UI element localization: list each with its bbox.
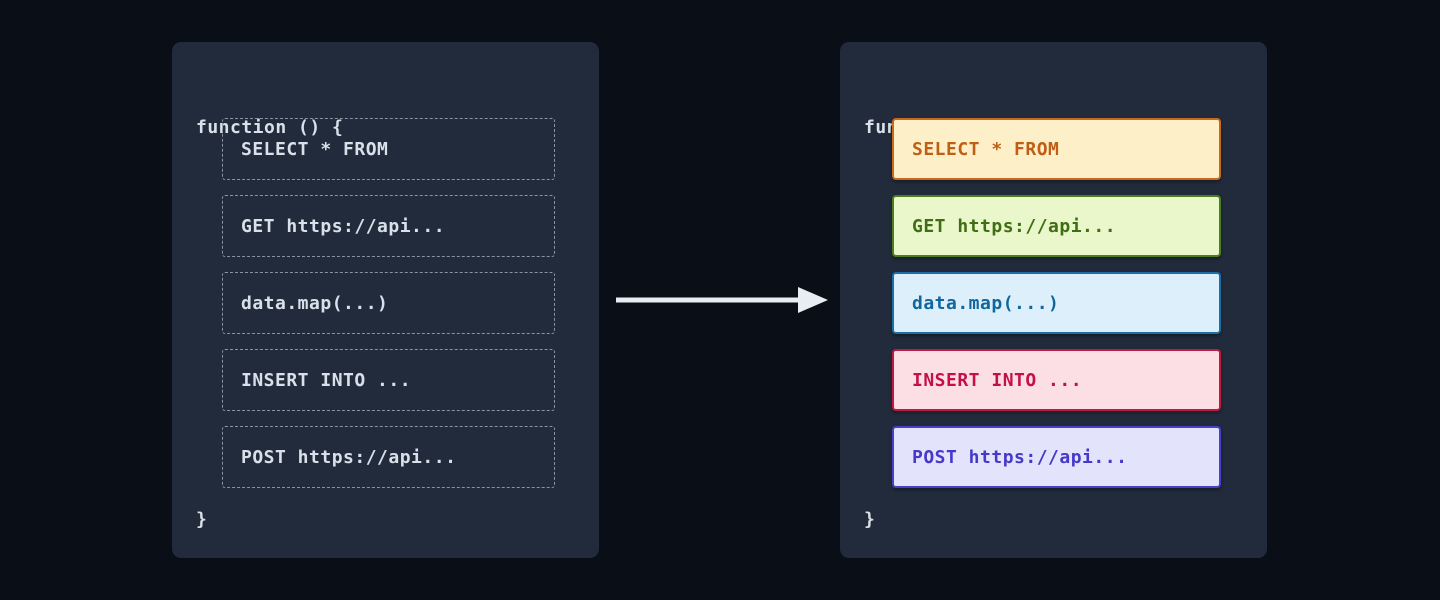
code-block-post: POST https://api... — [222, 426, 555, 488]
highlighted-block-http-get: GET https://api... — [892, 195, 1221, 257]
code-block-insert: INSERT INTO ... — [222, 349, 555, 411]
right-code-panel: function () { SELECT * FROM GET https://… — [840, 42, 1267, 558]
highlighted-block-http-post: POST https://api... — [892, 426, 1221, 488]
function-open-line: function () { — [196, 117, 344, 138]
function-close-line: } — [196, 509, 208, 530]
code-block-map: data.map(...) — [222, 272, 555, 334]
highlighted-block-sql-select: SELECT * FROM — [892, 118, 1221, 180]
highlighted-block-js-map: data.map(...) — [892, 272, 1221, 334]
code-block-select: SELECT * FROM — [222, 118, 555, 180]
function-close-line: } — [864, 509, 876, 530]
left-code-blocks: SELECT * FROM GET https://api... data.ma… — [222, 118, 555, 503]
transform-arrow-icon — [613, 284, 831, 316]
right-code-blocks: SELECT * FROM GET https://api... data.ma… — [892, 118, 1221, 503]
code-block-get: GET https://api... — [222, 195, 555, 257]
highlighted-block-sql-insert: INSERT INTO ... — [892, 349, 1221, 411]
left-code-panel: function () { SELECT * FROM GET https://… — [172, 42, 599, 558]
